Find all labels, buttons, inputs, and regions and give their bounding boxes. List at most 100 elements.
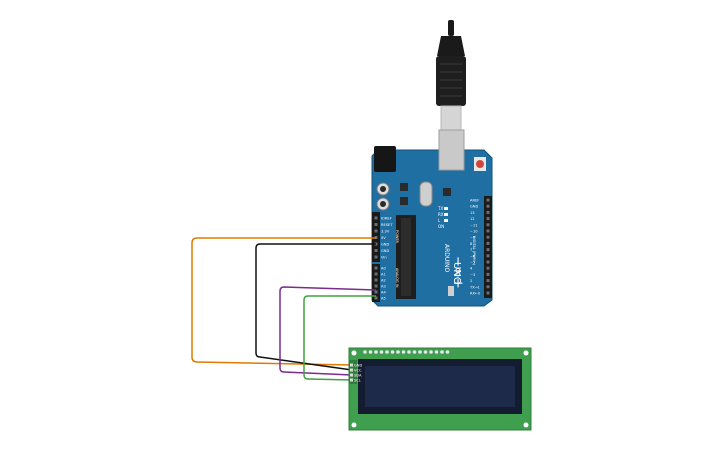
lcd-pin-label: SCL <box>354 379 361 383</box>
lcd-header-pin <box>390 350 395 354</box>
pin-label: ~9 <box>470 236 476 240</box>
lcd-header-pin <box>379 350 384 354</box>
lcd-header-pin <box>363 350 367 354</box>
pin-label: RX←0 <box>470 292 481 296</box>
header-pin[interactable] <box>486 204 490 208</box>
lcd-i2c-pin[interactable] <box>350 363 353 367</box>
analog-section-label: ANALOG IN <box>395 268 399 288</box>
pin-label: 4 <box>470 267 473 271</box>
lcd-screen <box>365 366 515 407</box>
lcd-header-pin <box>445 350 450 354</box>
header-pin[interactable] <box>486 217 490 221</box>
arduino-uno-board[interactable]: TX RX L ON ARDUINO −∞+ UNO IOREFRESET3.3… <box>371 129 493 307</box>
power-barrel-jack <box>374 146 396 172</box>
pin-label: RESET <box>381 223 393 227</box>
pin-label: Vin <box>381 256 387 260</box>
lcd-header-pins <box>363 350 450 354</box>
lcd-header-pin <box>418 350 422 354</box>
header-pin[interactable] <box>374 272 378 276</box>
power-section-label: POWER <box>395 230 399 244</box>
pin-label: ~10 <box>470 230 478 234</box>
mount-hole-tr <box>523 350 529 356</box>
header-pin[interactable] <box>486 198 490 202</box>
pin-label: 8 <box>470 242 473 246</box>
lcd-pin-label: VCC <box>354 369 362 373</box>
sda-wire[interactable] <box>279 286 377 376</box>
lcd-header-pin <box>423 350 428 354</box>
header-pin[interactable] <box>486 279 490 283</box>
lcd-header-pin <box>434 350 439 354</box>
header-pin[interactable] <box>486 235 490 239</box>
pin-label: TX→1 <box>469 285 480 289</box>
pin-label: A0 <box>381 267 386 271</box>
header-pin[interactable] <box>486 254 490 258</box>
arduino-logo-icon: −∞+ <box>450 256 465 289</box>
header-pin[interactable] <box>374 278 378 282</box>
pin-label: 2 <box>470 279 472 283</box>
pin-label: 3.3V <box>381 230 390 234</box>
pin-label: 12 <box>470 217 475 221</box>
lcd-header-pin <box>429 350 433 354</box>
header-pin[interactable] <box>374 249 378 252</box>
header-pin[interactable] <box>486 260 490 264</box>
lcd-header-pin <box>368 350 373 354</box>
gnd-wire[interactable] <box>191 237 376 366</box>
usb-plug-ridges <box>440 63 462 97</box>
header-pin[interactable] <box>486 223 490 227</box>
mount-hole-bl <box>351 422 357 428</box>
header-pin[interactable] <box>374 216 378 220</box>
pin-label: 5V <box>381 236 386 240</box>
usb-cable[interactable] <box>436 20 466 131</box>
digital-header <box>484 196 492 298</box>
lcd-header-pin <box>440 350 444 354</box>
usb-b-jack <box>438 129 465 171</box>
header-pin[interactable] <box>374 229 378 233</box>
led-l <box>444 219 448 222</box>
lcd-header-pin <box>374 350 378 354</box>
header-pin[interactable] <box>486 285 490 289</box>
pin-label: A1 <box>381 273 386 277</box>
lcd-i2c-pin[interactable] <box>350 378 353 382</box>
analog-header <box>372 264 380 302</box>
crystal-oscillator <box>419 181 433 207</box>
vcc-wire[interactable] <box>255 243 376 371</box>
scl-wire[interactable] <box>303 295 376 381</box>
label-tx: TX <box>437 206 443 211</box>
header-pin[interactable] <box>486 272 490 276</box>
header-pin[interactable] <box>486 248 490 252</box>
lcd-header-pin <box>407 350 411 354</box>
lcd-pin-label: GND <box>354 364 362 368</box>
lcd-header-pin <box>412 350 417 354</box>
header-pin[interactable] <box>374 284 378 288</box>
header-pin[interactable] <box>486 210 490 214</box>
label-on: ON <box>438 224 444 229</box>
header-pin[interactable] <box>374 255 378 259</box>
pin-label: 13 <box>470 211 475 215</box>
pin-label: ~5 <box>470 261 475 265</box>
led-rx <box>444 213 448 216</box>
pin-label: ~6 <box>470 254 476 258</box>
header-pin[interactable] <box>486 241 490 245</box>
led-tx <box>444 207 448 210</box>
lcd-i2c-pin[interactable] <box>350 373 353 377</box>
lcd-header-pin <box>401 350 406 354</box>
header-pin[interactable] <box>374 223 378 226</box>
lcd-header-pin <box>396 350 400 354</box>
lcd-i2c-pin[interactable] <box>350 368 353 372</box>
voltage-regulator-2 <box>400 197 408 205</box>
pin-label: A2 <box>381 279 386 283</box>
pin-label: GND <box>381 243 389 247</box>
label-rx: RX <box>438 212 444 217</box>
header-pin[interactable] <box>486 291 490 295</box>
icsp-header <box>448 286 454 296</box>
header-pin[interactable] <box>486 229 490 233</box>
lcd-pin-label: SDA <box>354 374 362 378</box>
reset-button[interactable] <box>476 160 484 168</box>
header-pin[interactable] <box>374 266 378 270</box>
pin-label: AREF <box>470 199 479 203</box>
header-pin[interactable] <box>374 290 378 294</box>
header-pin[interactable] <box>486 266 490 270</box>
header-pin[interactable] <box>374 296 378 300</box>
